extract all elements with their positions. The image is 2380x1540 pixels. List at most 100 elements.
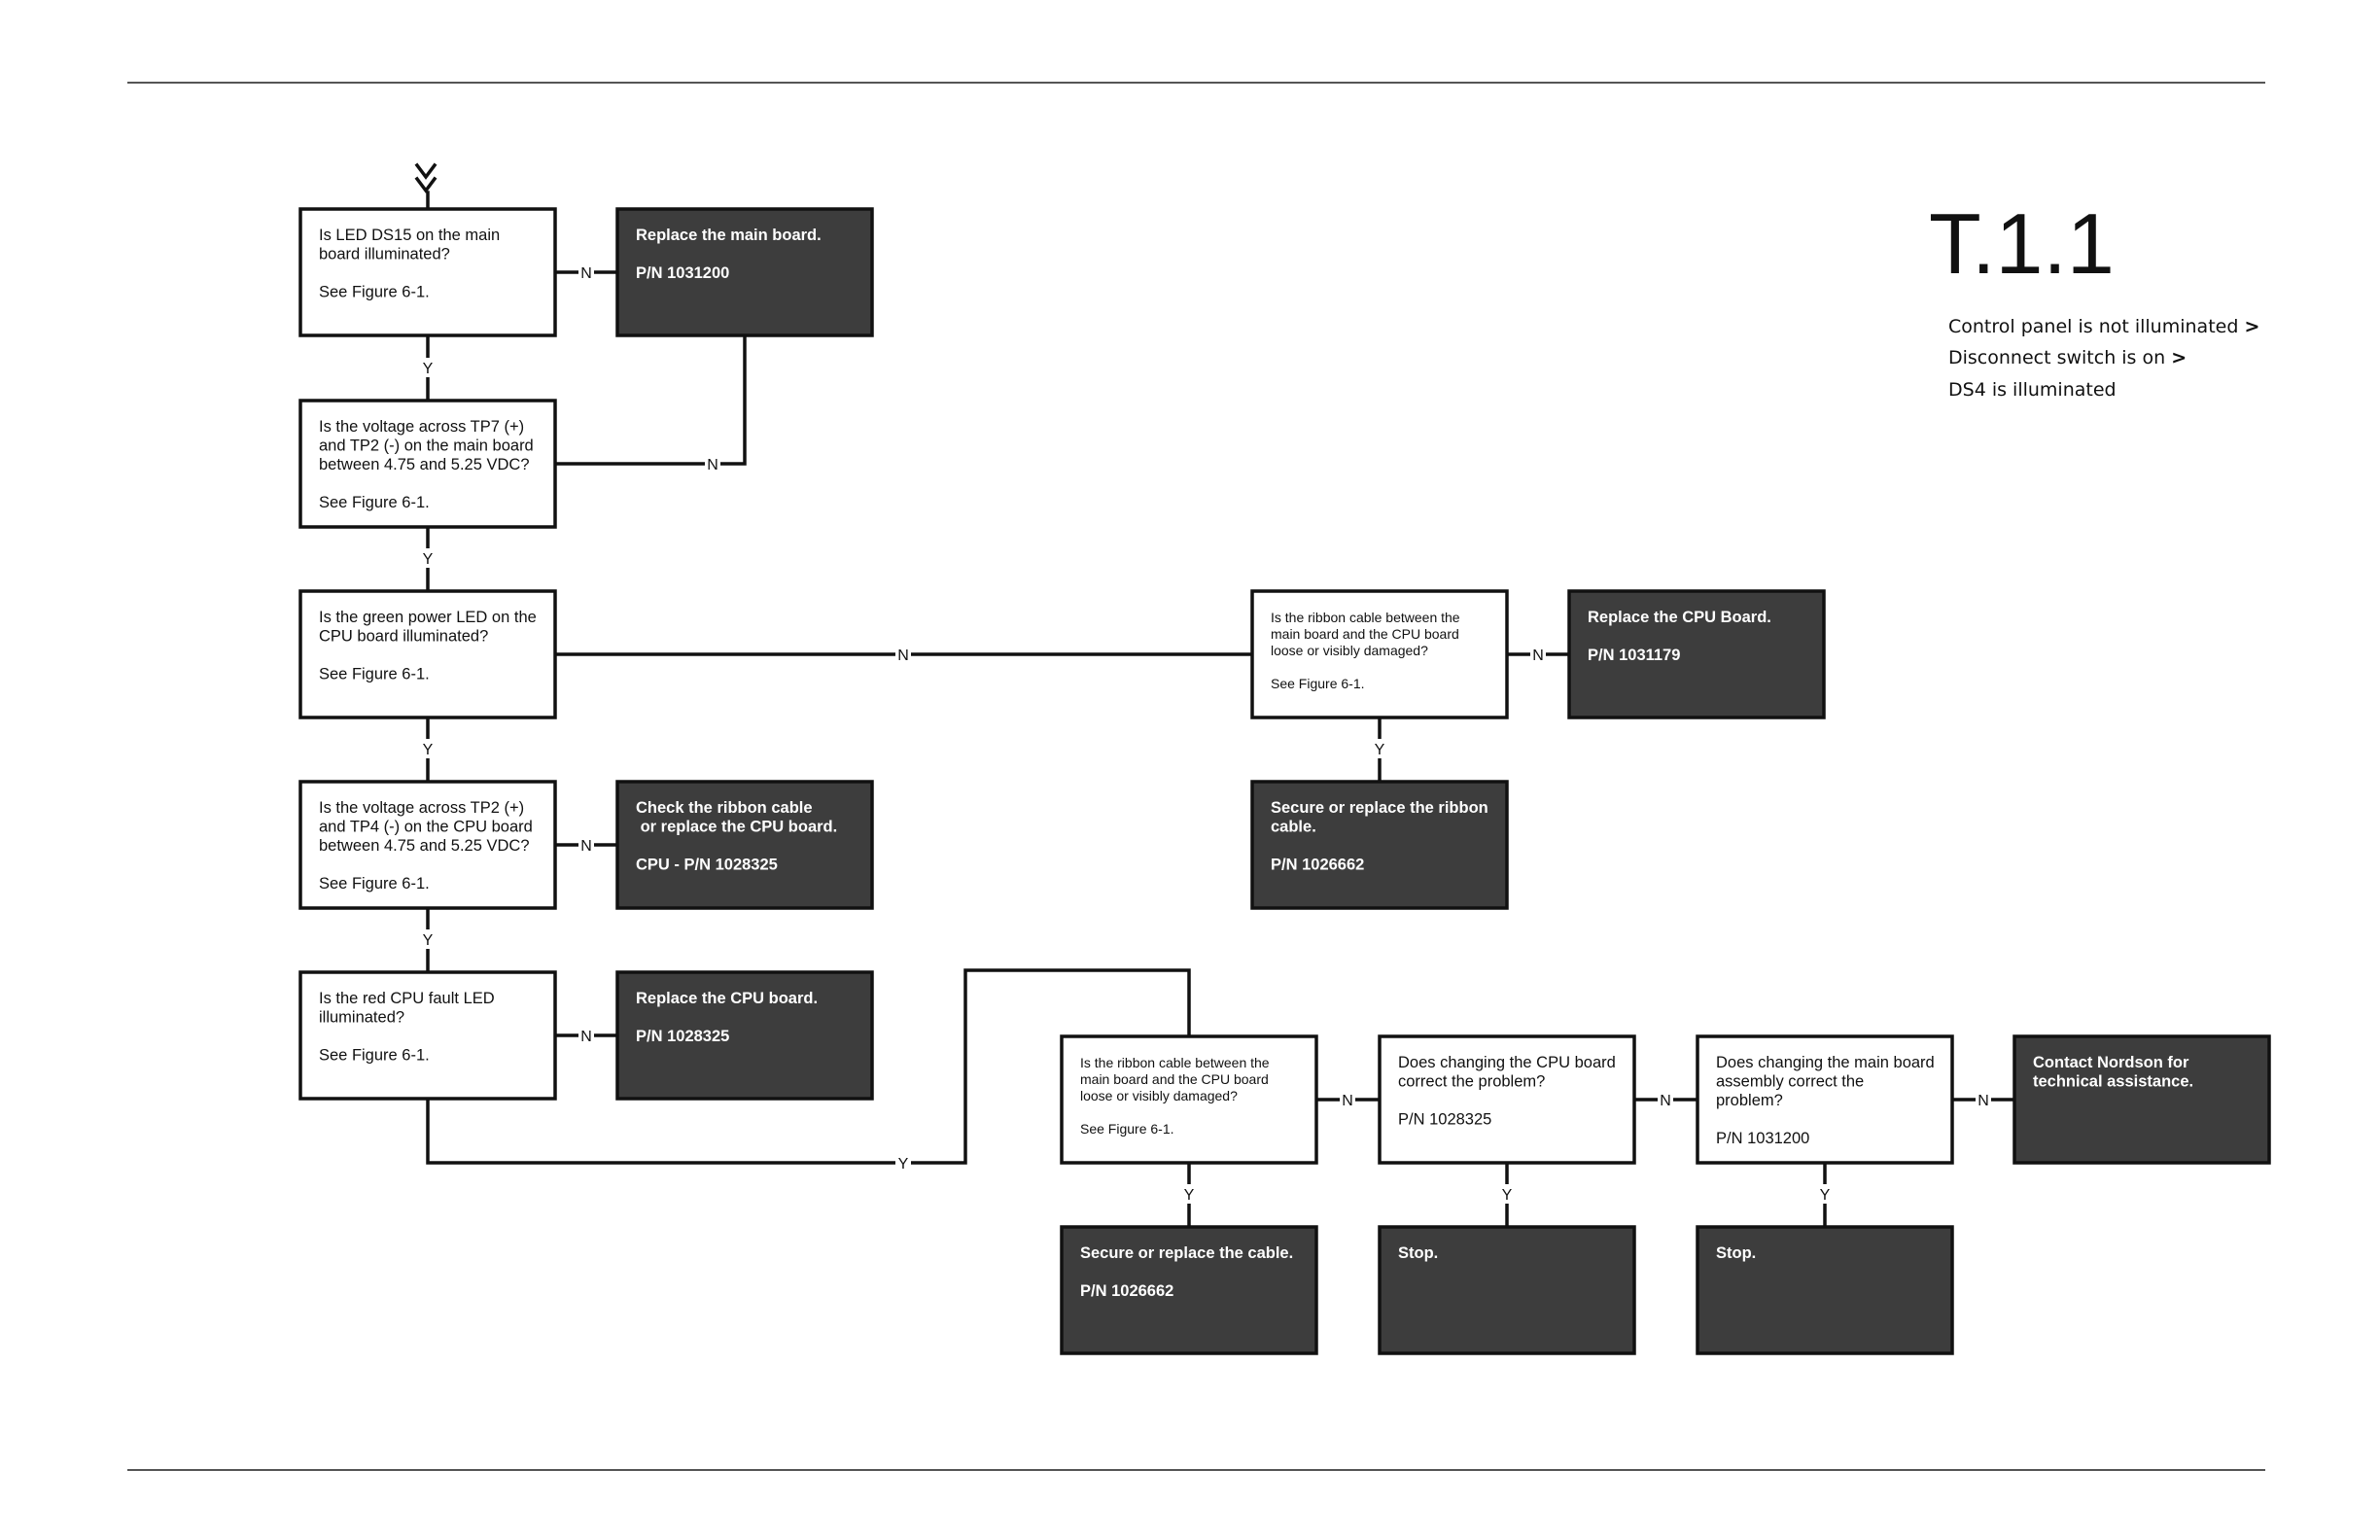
box-text: Stop. (1398, 1244, 1438, 1262)
action-box-a6n: Replace the CPU Board.P/N 1031179 (1567, 589, 1826, 719)
box-text: Stop. (1716, 1244, 1756, 1262)
action-box-a1: Replace the main board.P/N 1031200 (615, 207, 874, 337)
question-box-q4: Is the voltage across TP2 (+)and TP4 (-)… (298, 780, 557, 910)
question-box-frame (1250, 589, 1509, 719)
question-box-frame (1696, 1034, 1954, 1165)
decision-label-bg (420, 739, 436, 758)
decision-label-bg (1817, 1184, 1833, 1204)
entry-chevron-icon (414, 162, 438, 193)
action-box-a5: Replace the CPU board.P/N 1028325 (615, 970, 874, 1101)
question-box-q2: Is the voltage across TP7 (+)and TP2 (-)… (298, 399, 557, 529)
box-text: Replace the CPU Board.P/N 1031179 (1588, 609, 1771, 664)
decision-label-no: N (580, 265, 592, 282)
action-box-a4: Check the ribbon cable or replace the CP… (615, 780, 874, 910)
decision-label-bg (420, 358, 436, 377)
action-box-a9y: Stop. (1696, 1225, 1954, 1355)
decision-label-no: N (1342, 1093, 1353, 1109)
action-box-frame (1378, 1225, 1636, 1355)
action-box-frame (615, 207, 874, 337)
question-box-frame (298, 970, 557, 1101)
question-box-frame (298, 399, 557, 529)
decision-label-yes: Y (1184, 1187, 1195, 1204)
decision-label-bg (1658, 1090, 1673, 1109)
question-box-frame (298, 780, 557, 910)
box-text: Replace the main board.P/N 1031200 (636, 227, 822, 282)
connector-q2-a1 (553, 333, 747, 466)
decision-label-yes: Y (1375, 742, 1385, 758)
decision-label-bg (895, 1153, 911, 1172)
box-text: Is the voltage across TP2 (+)and TP4 (-)… (319, 799, 533, 892)
breadcrumb-step: Disconnect switch is on > (1948, 347, 2187, 368)
decision-label-no: N (1660, 1093, 1671, 1109)
action-box-frame (1060, 1225, 1318, 1355)
decision-label-bg (1340, 1090, 1355, 1109)
question-box-frame (1060, 1034, 1318, 1165)
box-text: Check the ribbon cable or replace the CP… (636, 799, 837, 874)
decision-label-bg (578, 262, 594, 282)
question-box-frame (298, 207, 557, 337)
action-box-frame (1567, 589, 1826, 719)
decision-label-bg (1499, 1184, 1515, 1204)
decision-label-bg (705, 454, 720, 473)
action-box-frame (615, 970, 874, 1101)
box-text: Is the voltage across TP7 (+)and TP2 (-)… (319, 418, 534, 511)
decision-label-bg (1181, 1184, 1197, 1204)
decision-label-bg (1372, 739, 1387, 758)
decision-label-yes: Y (423, 742, 434, 758)
box-text: Replace the CPU board.P/N 1028325 (636, 990, 818, 1045)
decision-label-yes: Y (423, 361, 434, 377)
decision-label-bg (895, 645, 911, 664)
question-box-frame (1378, 1034, 1636, 1165)
decision-label-yes: Y (1820, 1187, 1831, 1204)
action-box-frame (2012, 1034, 2271, 1165)
decision-labels: N Y N Y N Y N Y N Y N Y N Y N Y N Y (420, 262, 1991, 1204)
action-box-frame (1250, 780, 1509, 910)
decision-label-bg (1530, 645, 1546, 664)
decision-label-no: N (707, 457, 718, 473)
decision-label-bg (578, 835, 594, 855)
decision-label-no: N (580, 1029, 592, 1045)
breadcrumb-step: DS4 is illuminated (1948, 379, 2117, 401)
question-box-frame (298, 589, 557, 719)
decision-label-bg (420, 929, 436, 949)
decision-label-bg (420, 548, 436, 568)
action-box-frame (1696, 1225, 1954, 1355)
connector-q5-q7 (426, 968, 1191, 1165)
decision-label-no: N (580, 838, 592, 855)
decision-label-bg (578, 1026, 594, 1045)
decision-label-yes: Y (423, 551, 434, 568)
box-text: Secure or replace the cable.P/N 1026662 (1080, 1244, 1293, 1300)
action-box-a8y: Stop. (1378, 1225, 1636, 1355)
decision-label-no: N (897, 648, 909, 664)
decision-label-yes: Y (423, 932, 434, 949)
decision-label-no: N (1978, 1093, 1989, 1109)
action-box-frame (615, 780, 874, 910)
breadcrumb-step: Control panel is not illuminated > (1948, 316, 2259, 337)
decision-label-no: N (1532, 648, 1544, 664)
decision-label-yes: Y (898, 1156, 909, 1172)
page-title: T.1.1 (1929, 195, 2115, 292)
action-box-a7y: Secure or replace the cable.P/N 1026662 (1060, 1225, 1318, 1355)
decision-label-yes: Y (1502, 1187, 1513, 1204)
decision-label-bg (1976, 1090, 1991, 1109)
